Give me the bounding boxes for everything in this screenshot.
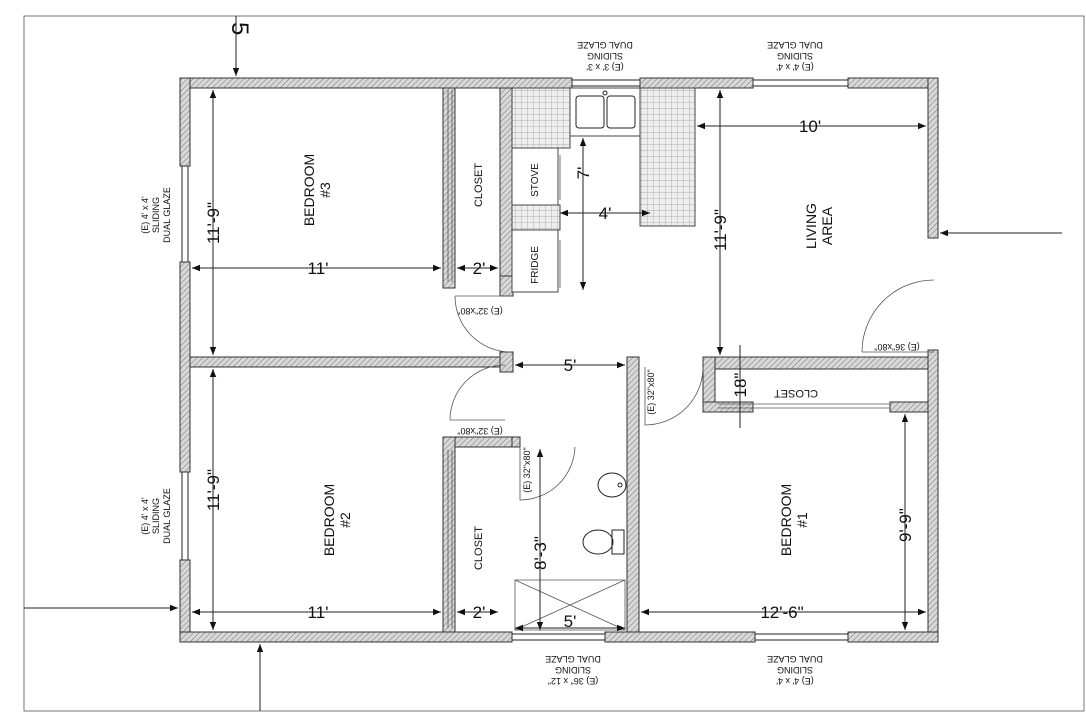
toilet-icon — [582, 529, 614, 555]
stove — [511, 147, 559, 206]
svg-text:SLIDING: SLIDING — [587, 51, 623, 61]
window-label-top-kitchen: (E) 3' x 3' SLIDING DUAL GLAZE — [577, 40, 633, 72]
svg-text:DUAL GLAZE: DUAL GLAZE — [545, 654, 601, 664]
dim-kitchen-width: 4' — [599, 204, 612, 223]
svg-text:SLIDING: SLIDING — [151, 197, 161, 233]
svg-text:LIVING: LIVING — [803, 203, 819, 249]
dim-b3-height: 11'-9" — [204, 202, 223, 244]
door-swings — [449, 279, 935, 501]
dim-b3-closet: 2' — [473, 259, 486, 278]
room-living-area: LIVING AREA — [803, 203, 835, 249]
window-label-left-top: (E) 4' x 4' SLIDING DUAL GLAZE — [140, 187, 172, 243]
svg-text:(E) 4' x 4': (E) 4' x 4' — [140, 497, 150, 535]
closet-bedroom-3: CLOSET — [473, 163, 485, 207]
dim-bath-height: 8'-3" — [531, 536, 550, 570]
window-label-top-living: (E) 4' x 4' SLIDING DUAL GLAZE — [767, 40, 823, 72]
dim-kitchen-height: 7' — [574, 167, 593, 180]
closet-bedroom-1: CLOSET — [774, 387, 818, 399]
closet-doors — [447, 90, 890, 628]
svg-text:BEDROOM: BEDROOM — [778, 484, 794, 556]
closet-bedroom-2: CLOSET — [473, 526, 485, 570]
window-label-bottom-bath: (E) 36" x 12" SLIDING DUAL GLAZE — [545, 654, 601, 686]
dim-b2-width: 11' — [308, 603, 329, 622]
svg-text:SLIDING: SLIDING — [151, 498, 161, 534]
dim-b1-width: 12'-6" — [760, 603, 803, 622]
room-bedroom-1: BEDROOM #1 — [778, 484, 810, 556]
svg-text:SLIDING: SLIDING — [555, 665, 591, 675]
svg-text:DUAL GLAZE: DUAL GLAZE — [577, 40, 633, 50]
svg-text:AREA: AREA — [819, 206, 835, 245]
svg-text:#1: #1 — [794, 512, 810, 528]
dim-b2-closet: 2' — [473, 603, 486, 622]
svg-text:(E) 4' x 4': (E) 4' x 4' — [140, 196, 150, 234]
fridge — [511, 229, 559, 293]
door-label-bedroom-2: (E) 32"x80" — [457, 426, 502, 436]
sheet-mark: 5 — [226, 22, 253, 35]
door-label-bedroom-1: (E) 32"x80" — [646, 369, 656, 414]
svg-text:SLIDING: SLIDING — [777, 665, 813, 675]
svg-text:(E) 4' x 4': (E) 4' x 4' — [776, 676, 814, 686]
svg-text:BEDROOM: BEDROOM — [301, 154, 317, 226]
dim-b1-height: 9'-9" — [896, 508, 915, 542]
kitchen-counters — [511, 87, 696, 293]
svg-text:#3: #3 — [317, 182, 333, 198]
dimension-lines — [192, 90, 926, 632]
fridge-label: FRIDGE — [530, 246, 541, 284]
door-label-bath: (E) 32"x80" — [522, 447, 532, 492]
dim-closet-depth: 18" — [731, 373, 750, 398]
lavatory-icon — [597, 472, 627, 498]
shower-icon — [514, 579, 626, 631]
window-label-bottom-b1: (E) 4' x 4' SLIDING DUAL GLAZE — [767, 654, 823, 686]
svg-text:(E) 4' x 4': (E) 4' x 4' — [776, 62, 814, 72]
room-bedroom-2: BEDROOM #2 — [321, 484, 353, 556]
svg-text:DUAL GLAZE: DUAL GLAZE — [162, 488, 172, 544]
svg-text:BEDROOM: BEDROOM — [321, 484, 337, 556]
svg-text:DUAL GLAZE: DUAL GLAZE — [767, 654, 823, 664]
sink-icon — [575, 90, 636, 129]
exterior-walls — [179, 77, 939, 643]
dim-living-height: 11'-9" — [711, 209, 730, 251]
room-bedroom-3: BEDROOM #3 — [301, 154, 333, 226]
svg-text:#2: #2 — [337, 512, 353, 528]
dim-bath-width: 5' — [564, 612, 577, 631]
dim-hall-width: 5' — [564, 356, 577, 375]
bathroom-fixtures — [514, 472, 627, 631]
dim-living-width: 10' — [799, 117, 821, 136]
svg-text:DUAL GLAZE: DUAL GLAZE — [162, 187, 172, 243]
dim-b3-width: 11' — [308, 259, 329, 278]
svg-text:(E) 36" x 12": (E) 36" x 12" — [548, 676, 598, 686]
svg-text:DUAL GLAZE: DUAL GLAZE — [767, 40, 823, 50]
door-label-bedroom-3: (E) 32"x80" — [457, 306, 502, 316]
svg-text:(E) 3' x 3': (E) 3' x 3' — [586, 62, 624, 72]
sheet-border — [23, 15, 1085, 712]
door-label-entry: (E) 36"x80" — [874, 342, 919, 352]
stove-label: STOVE — [530, 163, 541, 197]
svg-text:SLIDING: SLIDING — [777, 51, 813, 61]
window-openings — [181, 79, 848, 641]
dim-b2-height: 11'-9" — [204, 469, 223, 511]
window-label-left-bottom: (E) 4' x 4' SLIDING DUAL GLAZE — [140, 488, 172, 544]
